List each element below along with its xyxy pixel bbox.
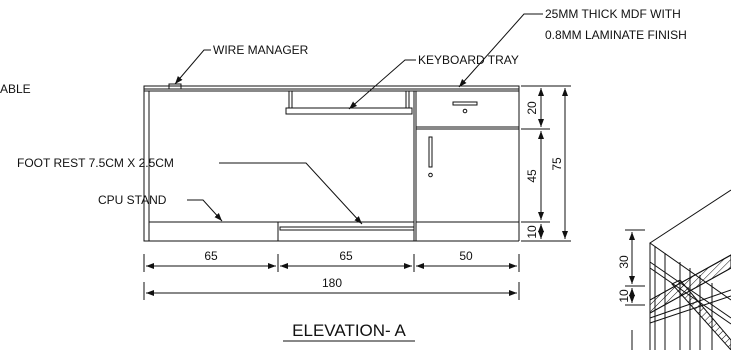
foot-rest-label: FOOT REST 7.5CM X 2.5CM: [17, 156, 174, 170]
base-elements: [149, 221, 415, 241]
drawing-title: ELEVATION- A: [292, 321, 406, 340]
cut-off-label: ABLE: [0, 82, 31, 96]
iso-dim-top: 30: [617, 255, 631, 269]
wire-manager-label: WIRE MANAGER: [213, 43, 309, 57]
mdf-label-line2: 0.8MM LAMINATE FINISH: [545, 28, 687, 42]
dim-total-width: 180: [322, 276, 342, 290]
dim-drawer-height: 20: [525, 101, 539, 115]
dim-width-1: 65: [204, 249, 218, 263]
drawer: [415, 90, 520, 128]
dim-total-height: 75: [550, 157, 564, 171]
horizontal-dimensions: [143, 254, 520, 300]
pedestal-unit: [413, 90, 520, 241]
drawer-lock: [462, 108, 468, 114]
drawer-handle: [452, 101, 478, 106]
keyboard-tray: [285, 91, 413, 115]
iso-dim-mid: 10: [617, 289, 631, 303]
table-body: [143, 83, 520, 242]
mdf-label-line1: 25MM THICK MDF WITH: [545, 7, 681, 21]
dim-width-2: 65: [339, 249, 353, 263]
vertical-dimensions: [521, 85, 571, 242]
keyboard-tray-label: KEYBOARD TRAY: [418, 53, 519, 67]
foot-rest-bar: [279, 226, 415, 231]
dim-width-3: 50: [459, 249, 473, 263]
dim-base-height: 10: [525, 225, 539, 239]
dim-cabinet-height: 45: [525, 169, 539, 183]
cpu-stand-label: CPU STAND: [98, 193, 167, 207]
isometric-view: [625, 189, 731, 351]
shutter-lock: [428, 172, 433, 178]
shutter-handle: [428, 136, 433, 168]
leader-lines: [174, 13, 543, 225]
